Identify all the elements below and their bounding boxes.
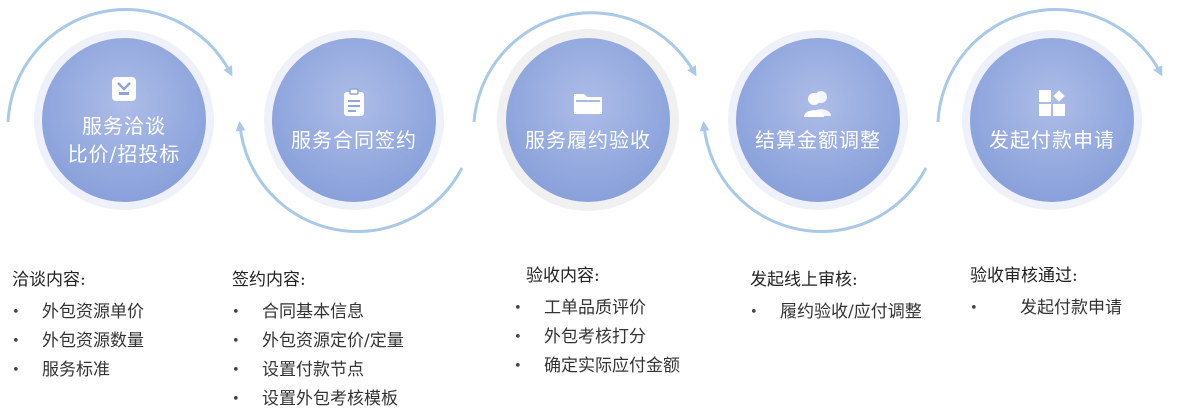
step-circle-negotiation: 服务洽谈 比价/招投标 [42,38,206,202]
detail-block-negotiation: 洽谈内容: 外包资源单价 外包资源数量 服务标准 [12,266,144,385]
list-item: 确定实际应付金额 [514,352,680,381]
flow-arrow-4 [699,121,928,233]
detail-heading: 洽谈内容: [12,270,86,290]
step-circle-contract: 服务合同签约 [272,38,436,202]
detail-block-settlement: 发起线上审核: 履约验收/应付调整 [750,266,922,327]
detail-heading: 验收审核通过: [970,266,1078,286]
list-item: 服务标准 [12,356,144,385]
folder-icon [571,86,605,120]
list-item: 外包资源数量 [12,327,144,356]
clipboard-check-icon [107,72,141,106]
detail-heading: 签约内容: [232,270,306,290]
list-item: 发起付款申请 [970,294,1122,323]
detail-block-payment: 验收审核通过: 发起付款申请 [970,262,1122,323]
flow-arrow-1 [6,8,233,123]
document-list-icon [337,86,371,120]
list-item: 合同基本信息 [232,298,404,327]
list-item: 外包资源单价 [12,298,144,327]
detail-heading: 验收内容: [526,266,600,286]
list-item: 外包考核打分 [514,323,680,352]
list-item: 设置外包考核模板 [232,385,404,414]
list-item: 设置付款节点 [232,356,404,385]
list-item: 工单品质评价 [514,294,680,323]
detail-block-contract: 签约内容: 合同基本信息 外包资源定价/定量 设置付款节点 设置外包考核模板 [232,266,404,414]
step-title: 服务合同签约 [291,128,417,152]
step-title: 发起付款申请 [989,128,1115,152]
step-title: 服务洽谈 比价/招投标 [67,114,181,166]
step-title: 服务履约验收 [525,128,651,152]
flow-arrow-5 [936,8,1163,123]
users-icon [801,86,835,120]
flow-arrow-3 [472,11,697,123]
apps-grid-icon [1035,86,1069,120]
step-circle-payment: 发起付款申请 [970,38,1134,202]
step-circle-settlement: 结算金额调整 [736,38,900,202]
step-title: 结算金额调整 [755,128,881,152]
detail-heading: 发起线上审核: [750,270,858,290]
detail-block-acceptance: 验收内容: 工单品质评价 外包考核打分 确定实际应付金额 [514,262,680,381]
flow-arrow-2 [235,121,464,233]
step-circle-acceptance: 服务履约验收 [506,38,670,202]
list-item: 履约验收/应付调整 [750,298,922,327]
list-item: 外包资源定价/定量 [232,327,404,356]
